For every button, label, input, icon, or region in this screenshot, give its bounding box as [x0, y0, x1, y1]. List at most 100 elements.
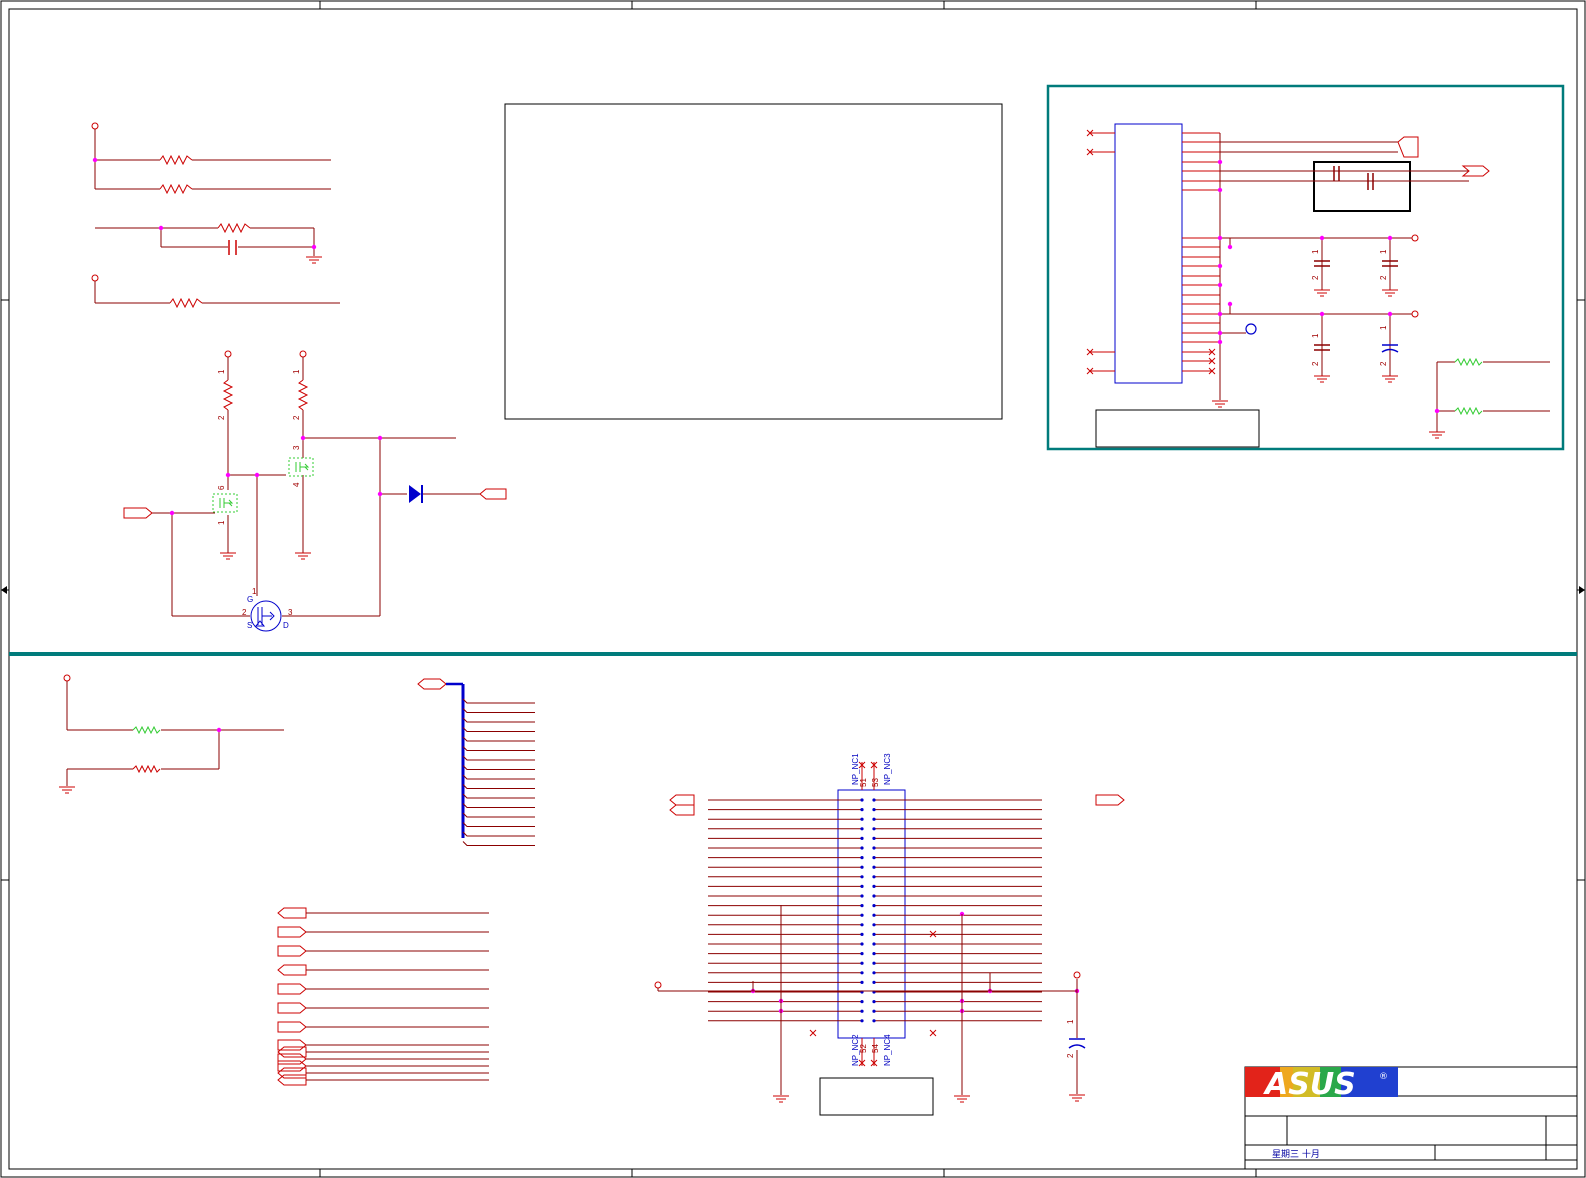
connector-pin: [860, 846, 864, 850]
offpage-connector-icon: [1397, 136, 1490, 318]
connector-pin: [860, 913, 864, 917]
capacitor-icon: [1068, 1038, 1086, 1049]
connector-pin: [872, 961, 876, 965]
connector-pin: [872, 904, 876, 908]
mosfet-source-label: S: [247, 621, 252, 630]
pin-label: 2: [1311, 361, 1320, 366]
mosfet-pin-labels: 1 2 1 2 6 1 3 4 G S D 1 2 3: [217, 369, 301, 630]
connector-np-leads: [858, 761, 878, 1067]
nc-marks: [809, 930, 937, 1037]
pin-label: 1: [1311, 333, 1320, 338]
connector-np-label: NP_NC2: [851, 1034, 860, 1066]
connector-pin: [860, 817, 864, 821]
connector-np-label: NP_NC3: [883, 753, 892, 785]
ic-pin-wires: [1090, 132, 1220, 372]
pin-label: 2: [292, 415, 301, 420]
offpage-connector-icon: [277, 945, 307, 957]
connector-pin: [872, 923, 876, 927]
resistor-icon: [159, 154, 251, 309]
connector-pin: [860, 875, 864, 879]
pin-label: 51: [859, 778, 868, 787]
title-date: 星期三 十月: [1272, 1148, 1320, 1160]
testpoint-icon: [1073, 971, 1081, 979]
connector-pin: [860, 1000, 864, 1004]
pin-label: 1: [1066, 1019, 1075, 1024]
pin-label: 2: [1311, 275, 1320, 280]
ground-icon: [1212, 289, 1445, 439]
connector-pin: [872, 875, 876, 879]
testpoint-icon: [1245, 323, 1257, 335]
bus-entry-wire: [462, 803, 535, 808]
connector-pin: [860, 884, 864, 889]
bus-entry-wire: [462, 793, 535, 799]
connector-pin: [860, 904, 864, 908]
pin-label: 1: [292, 369, 301, 374]
connector-pin: [872, 971, 876, 975]
bus-fanout: [417, 678, 535, 846]
asus-logo-text: ASUS: [1263, 1067, 1356, 1102]
pin-label: 1: [217, 520, 226, 525]
bus-entry-wire: [462, 841, 535, 846]
bus-entry-wire: [462, 784, 535, 789]
connector-pin: [860, 798, 864, 802]
pin-label: 2: [1379, 275, 1388, 280]
connector-body: [837, 789, 906, 1039]
capacitor-icon: [228, 240, 237, 255]
mosfet-icon: [212, 457, 314, 513]
pin-label: 2: [217, 415, 226, 420]
connector-pin: [872, 808, 876, 812]
resistor-network-group: [91, 122, 340, 304]
asus-logo: ASUS ®: [1245, 1067, 1398, 1102]
diode-icon: [409, 485, 423, 503]
pin-label: 1: [252, 587, 257, 596]
connector-pin: [872, 913, 876, 917]
connector-pin: [860, 932, 864, 937]
bus-entry-wire: [462, 708, 535, 713]
ic-chip: [1114, 123, 1183, 384]
mosfet-circuit: [152, 350, 480, 617]
connector-pin: [860, 961, 864, 965]
ic-section-frame: [1046, 84, 1565, 451]
connector-np-label: NP_NC1: [851, 753, 860, 785]
connector-pin: [860, 923, 864, 927]
connector-pin: [872, 942, 876, 946]
pin-label: 6: [217, 485, 226, 490]
bus-entry-wire: [462, 746, 535, 751]
connector-pin: [860, 1009, 864, 1013]
ground-icon: [773, 1094, 1085, 1103]
connector-pin: [872, 817, 876, 821]
bus-entry-wire: [462, 822, 535, 827]
capacitor-icon: [1314, 166, 1398, 351]
bus-entry-wire: [462, 727, 535, 732]
connector-pin: [860, 942, 864, 946]
junction-dots: [1217, 159, 1440, 414]
bus-entry-wire: [462, 736, 535, 742]
junction-dot: [216, 727, 222, 733]
connector-pin: [860, 1019, 864, 1023]
ground-icon: [59, 786, 75, 794]
offpage-connector-icon: [277, 926, 307, 938]
connector-pin: [860, 952, 864, 956]
connector-pin: [872, 856, 876, 860]
pin-label: 3: [292, 445, 301, 450]
connector-pin: [860, 856, 864, 860]
offpage-connector-icon: [277, 1074, 307, 1086]
bus-entry-wire: [462, 765, 535, 770]
connector-pin: [860, 865, 864, 869]
bus-entry-wire: [462, 717, 535, 723]
pin-label: 4: [292, 482, 301, 487]
connector-pin: [860, 808, 864, 812]
pin-label: 1: [1311, 249, 1320, 254]
bus-entry-wire: [462, 755, 535, 761]
connector-pin: [860, 971, 864, 975]
nc-marks: [1086, 129, 1216, 375]
connector-pin: [872, 846, 876, 850]
offpage-connector-icon: [277, 1002, 307, 1014]
ic-label-box: [1095, 409, 1260, 448]
ground-icon: [306, 256, 322, 264]
bus-entry-wire: [462, 831, 535, 837]
connector-pin: [872, 1009, 876, 1013]
connector-pin: [872, 836, 876, 841]
